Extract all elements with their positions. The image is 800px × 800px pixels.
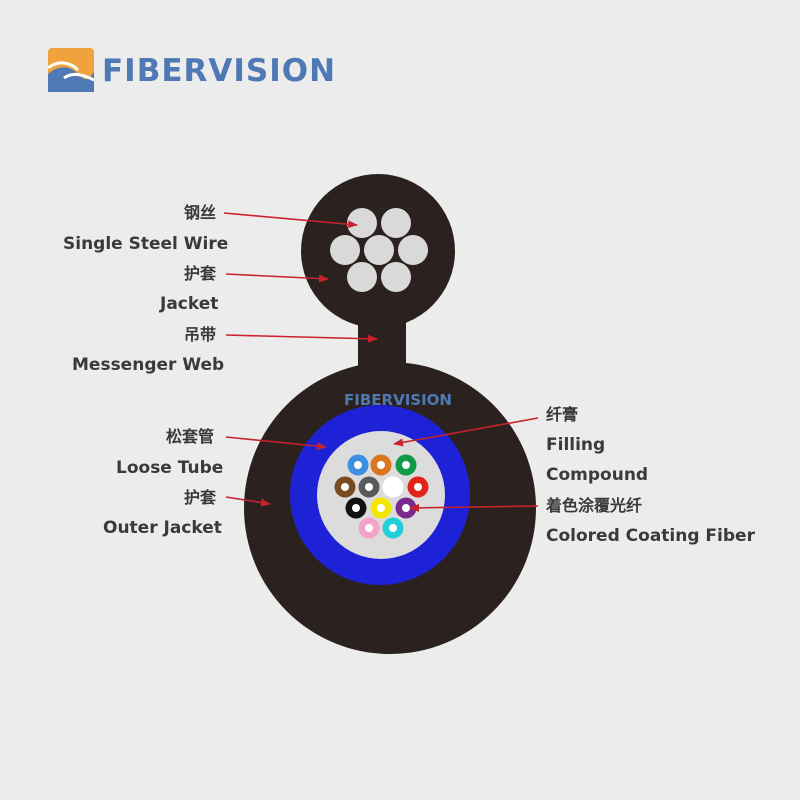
- fiber-core: [377, 461, 385, 469]
- fiber-core: [414, 483, 422, 491]
- label-steel-wire-en: Single Steel Wire: [63, 234, 229, 254]
- label-fiber-en: Colored Coating Fiber: [546, 526, 755, 546]
- steel-wire: [364, 235, 394, 265]
- steel-wire: [381, 262, 411, 292]
- label-messenger-cn: 吊带: [184, 325, 217, 344]
- fiber-core: [389, 524, 397, 532]
- label-jacket-cn: 护套: [184, 264, 217, 283]
- arrow-messenger: [225, 334, 378, 343]
- label-steel-wire-cn: 钢丝: [184, 203, 217, 222]
- label-jacket-en: Jacket: [160, 294, 219, 314]
- fiber-core: [402, 504, 410, 512]
- arrow-steel-wire: [223, 212, 358, 229]
- label-loose-tube-en: Loose Tube: [116, 458, 224, 478]
- steel-wire: [347, 262, 377, 292]
- fiber-core: [389, 483, 397, 491]
- fiber-core: [365, 483, 373, 491]
- pointer-arrows: [223, 212, 539, 512]
- arrow-outer-jacket: [225, 496, 271, 507]
- label-messenger-en: Messenger Web: [72, 355, 225, 375]
- steel-wire: [330, 235, 360, 265]
- fiber-core: [377, 504, 385, 512]
- fiber-core: [341, 483, 349, 491]
- arrow-loose-tube: [225, 436, 327, 451]
- label-loose-tube-cn: 松套管: [166, 427, 215, 446]
- logo-icon: [48, 48, 94, 92]
- colored-fibers: [334, 454, 429, 539]
- fiber-core: [365, 524, 373, 532]
- steel-wire: [347, 208, 377, 238]
- label-outer-jacket-cn: 护套: [184, 488, 217, 507]
- arrow-fiber: [409, 503, 539, 512]
- fiber-core: [402, 461, 410, 469]
- label-fiber-cn: 着色涂覆光纤: [546, 496, 643, 515]
- watermark-text: FIBERVISION: [344, 391, 452, 409]
- brand-name: FIBERVISION: [102, 53, 337, 89]
- fiber-core: [352, 504, 360, 512]
- arrow-filling: [393, 417, 539, 447]
- brand-logo: FIBERVISION: [48, 48, 368, 92]
- arrow-jacket: [225, 273, 329, 283]
- label-filling-en-2: Compound: [546, 465, 649, 485]
- fiber-core: [354, 461, 362, 469]
- steel-wire: [398, 235, 428, 265]
- label-outer-jacket-en: Outer Jacket: [103, 518, 222, 538]
- steel-wire: [381, 208, 411, 238]
- steel-wires: [330, 208, 428, 292]
- label-filling-cn: 纤膏: [546, 405, 579, 424]
- label-filling-en-1: Filling: [546, 435, 606, 455]
- filling-compound: [317, 431, 445, 559]
